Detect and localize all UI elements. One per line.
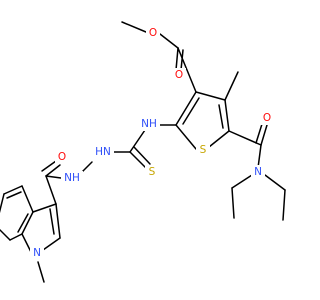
atom-o-ester-carbonyl: O	[172, 68, 186, 82]
atom-s-thiophene: S	[196, 143, 210, 157]
bond-methyl-ester	[121, 21, 147, 33]
bond-ethyl2-ch3	[282, 189, 286, 221]
atom-o-hydrazide: O	[55, 150, 69, 164]
bond-ring-c3-c4	[195, 91, 226, 101]
atom-hn-hydrazide-1: HN	[92, 145, 114, 159]
bond-ethyl1-ch3	[231, 187, 235, 219]
bond-c-s-double	[129, 151, 148, 170]
bond-benz-c3a-c7a-double	[17, 213, 29, 233]
atom-o-amide: O	[260, 111, 274, 125]
atom-n-diethylamide: N	[251, 165, 265, 179]
bond-ester-o-carbon	[159, 33, 179, 49]
bond-ring-c4-c5	[224, 99, 230, 132]
bond-indole-c3-c2-double	[49, 208, 55, 235]
bond-n-ethyl1-ch2	[231, 174, 253, 189]
bond-ring-c2-c3-double	[182, 97, 200, 125]
bond-carbonyl-indole-c3	[45, 175, 57, 205]
atom-o-hydrazide-label: O	[58, 151, 66, 163]
bond-n-ethyl2-ch2	[264, 174, 286, 191]
bond-benz-c3a-c4	[21, 185, 34, 213]
bond-ring-c2-c3	[175, 91, 197, 126]
bond-amide-c-n	[257, 144, 262, 169]
atom-o-ester-carbonyl-label: O	[175, 69, 183, 81]
bond-benz-c5-c6	[0, 193, 5, 214]
molecule-structure-diagram: O O O N S NH S HN	[0, 21, 286, 283]
atom-s-thiophene-label: S	[200, 144, 207, 156]
bond-benz-c6-c7	[0, 228, 11, 241]
atom-nh-hydrazide-2-label: NH	[64, 172, 80, 184]
bond-ester-carbonyl	[175, 47, 179, 71]
bond-amide-carbonyl-double	[255, 123, 263, 144]
bond-benz-c4-c5	[3, 185, 23, 195]
bond-amide-carbonyl	[260, 124, 268, 146]
atom-n-indole-label: N	[33, 247, 41, 259]
bond-ring-c5-s	[208, 130, 230, 148]
bond-carbonyl-o	[45, 164, 61, 177]
atom-o-ester-ether-label: O	[149, 27, 157, 39]
atom-hn-hydrazide-1-label: HN	[95, 146, 111, 158]
atom-labels: O O O N S NH S HN	[30, 26, 274, 260]
atom-n-diethylamide-label: N	[254, 166, 262, 178]
bond-indole-n-c7a	[21, 233, 32, 253]
bond-c-s-double-2	[133, 146, 151, 165]
bond-ester-to-ring	[177, 47, 197, 93]
bond-indole-c3-c2	[55, 203, 61, 239]
bonds	[0, 21, 286, 283]
bond-indole-c2-n	[42, 237, 61, 251]
atom-o-ester-ether: O	[146, 26, 160, 40]
atom-o-amide-label: O	[263, 112, 271, 124]
bond-carbonyl-o-double	[41, 160, 57, 172]
bond-n-methyl	[37, 261, 45, 283]
bond-benz-c4-c5-double	[6, 191, 22, 199]
bond-hn-nh	[81, 161, 93, 173]
bond-indole-c3-c3a	[32, 203, 57, 213]
bond-ring-c4-c5-double	[218, 104, 224, 129]
atom-nh-thiourea: NH	[138, 117, 160, 131]
bond-indole-c3a-c7a	[21, 211, 34, 235]
atom-nh-thiourea-label: NH	[141, 118, 157, 130]
bond-benz-c7-c7a	[9, 233, 23, 241]
atom-s-thiocarbonyl: S	[145, 165, 159, 179]
bond-ester-carbonyl-double	[180, 49, 184, 71]
bond-nh-carbonyl	[45, 175, 62, 179]
bond-ring-s-c2	[175, 124, 197, 150]
atom-nh-hydrazide-2: NH	[61, 171, 83, 185]
atom-s-thiocarbonyl-label: S	[149, 166, 156, 178]
atom-n-indole: N	[30, 246, 44, 260]
bond-nh-thiocarbonyl-c	[129, 129, 146, 153]
bond-ring-methyl	[224, 71, 239, 101]
